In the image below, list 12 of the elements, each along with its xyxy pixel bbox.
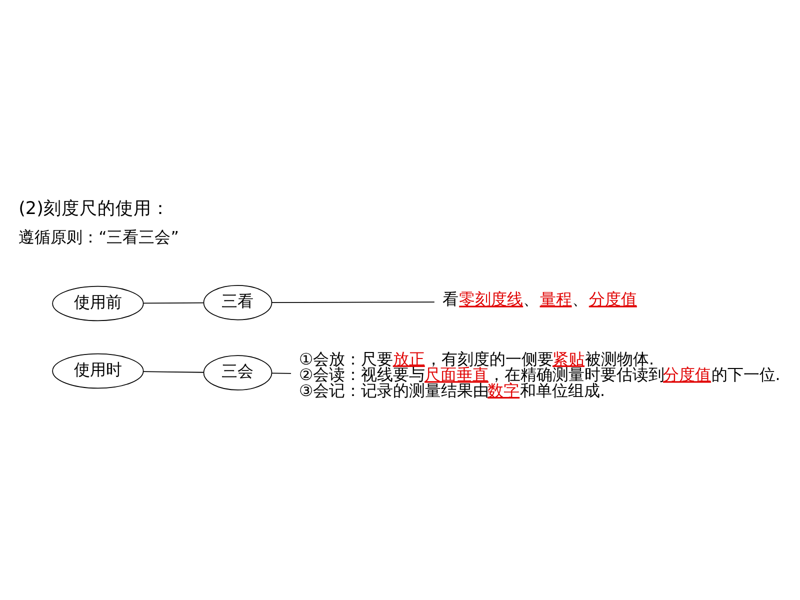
connector	[271, 302, 435, 303]
connector	[271, 372, 292, 374]
node-ellipse: 使用时	[52, 353, 144, 389]
node-text: ①会放：尺要放正，有刻度的一侧要紧贴被测物体. ②会读：视线要与尺面垂直，在精确测量时要估读到分度值的下一位. ③会记：记录的测量结果由数字和单位组成.	[299, 349, 780, 400]
label: 遵循原则：“三看三会”	[18, 227, 179, 246]
node-ellipse: 三会	[203, 355, 272, 390]
diagram-title: (2)刻度尺的使用：	[18, 199, 170, 220]
node-text: 看零刻度线、量程、分度值	[442, 290, 637, 309]
node-ellipse: 三看	[203, 285, 272, 320]
connector	[142, 302, 204, 304]
node-ellipse: 使用前	[52, 286, 144, 322]
connector	[142, 371, 204, 373]
